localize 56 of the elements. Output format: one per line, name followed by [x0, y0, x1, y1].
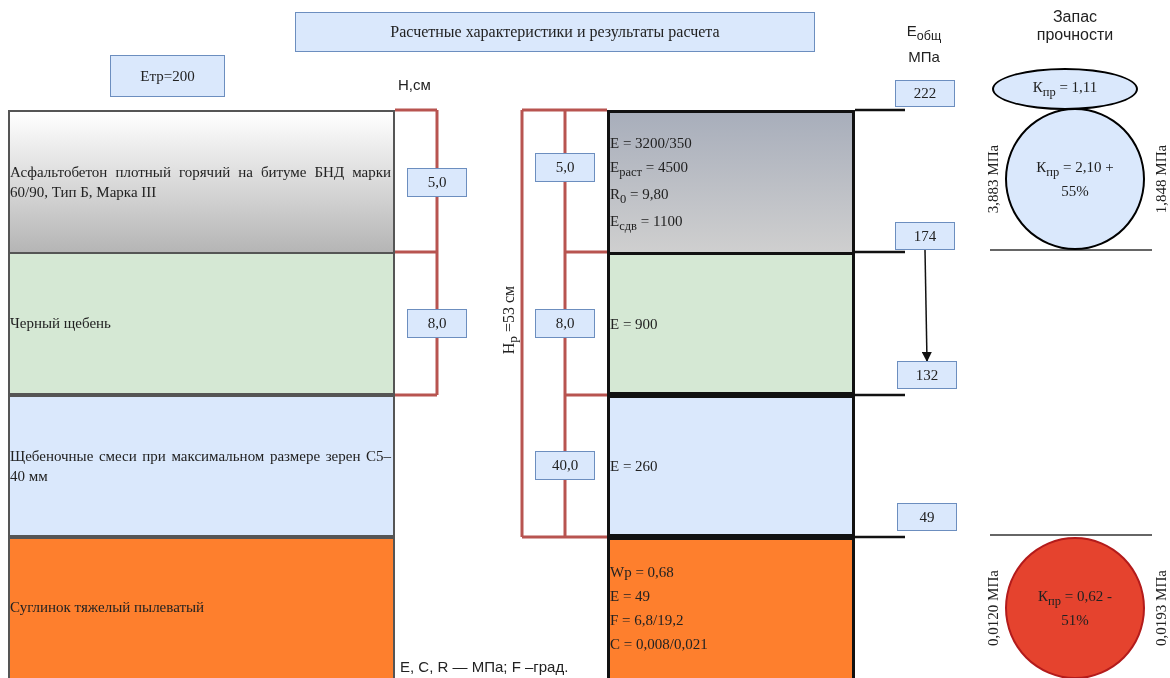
parameter-text: E = 3200/350	[610, 134, 693, 153]
stress-value: 0,0120 МПа	[984, 570, 1002, 646]
layer-box	[8, 537, 395, 678]
value-text: 8,0	[427, 314, 447, 334]
layer-box	[8, 110, 395, 252]
layer-box	[8, 252, 395, 395]
layer-box	[8, 395, 395, 537]
header-label: Н,см	[398, 76, 431, 93]
value-box	[407, 309, 467, 338]
value-box	[897, 361, 957, 389]
value-box	[895, 80, 955, 107]
value-text: 40,0	[551, 456, 579, 476]
value-text: 5,0	[555, 158, 575, 178]
value-box	[407, 168, 467, 197]
value-box	[895, 222, 955, 250]
value-text: 5,0	[427, 173, 447, 193]
layer-box	[607, 252, 855, 395]
layer-name: Черный щебень	[10, 314, 112, 334]
parameter-text: C = 0,008/0,021	[610, 635, 709, 654]
parameter-text: Wp = 0,68	[610, 563, 675, 582]
value-text: 8,0	[555, 314, 575, 334]
header-label: E$_{общ}$ МПа	[905, 21, 943, 67]
parameter-text: E = 900	[610, 314, 659, 334]
layer-box	[607, 110, 855, 252]
parameter-text: F = 6,8/19,2	[610, 611, 685, 630]
stress-value: 0,0193 МПа	[1152, 570, 1170, 646]
footnote: E, C, R — МПа; F –град.	[400, 658, 569, 675]
value-text: 49	[919, 507, 935, 527]
value-text: 222	[913, 84, 937, 104]
layer-name: Щебеночные смеси при максимальном размере зерен С5–40 мм	[10, 446, 391, 486]
parameter-text: R$_{0}$ = 9,80	[610, 185, 670, 208]
stress-value: 1,848 МПа	[1152, 144, 1170, 214]
parameter-text: E = 49	[610, 587, 652, 606]
value-text: К$_{пр}$ = 2,10 + 55%	[1035, 157, 1115, 201]
value-text: К$_{пр}$ = 1,11	[1032, 78, 1098, 101]
parameter-text: E$_{раст}$ = 4500	[610, 158, 689, 181]
value-text: 174	[913, 226, 937, 246]
parameter-text: E$_{сдв}$ = 1100	[610, 212, 684, 235]
value-box	[535, 451, 595, 480]
value-box	[535, 309, 595, 338]
layer-name: Суглинок тяжелый пылеватый	[10, 598, 206, 617]
stress-value: 3,883 МПа	[984, 144, 1002, 214]
parameter-text: E = 260	[610, 457, 659, 476]
arrow	[921, 249, 932, 362]
layer-box	[607, 395, 855, 537]
layer-box	[607, 537, 855, 678]
title-box	[295, 12, 815, 52]
header-label: Запас прочности	[1035, 8, 1115, 44]
value-box	[897, 503, 957, 531]
value-box	[110, 55, 225, 97]
title-text: Расчетные характеристики и результаты расчета	[390, 22, 720, 43]
value-text: Етр=200	[140, 66, 195, 86]
layer-name: Асфальтобетон плотный горячий на битуме БНД марки 60/90, Тип Б, Марка III	[10, 162, 391, 202]
value-text: К$_{пр}$ = 0,62 - 51%	[1037, 586, 1113, 630]
value-box	[535, 153, 595, 182]
value-text: 132	[915, 365, 939, 385]
